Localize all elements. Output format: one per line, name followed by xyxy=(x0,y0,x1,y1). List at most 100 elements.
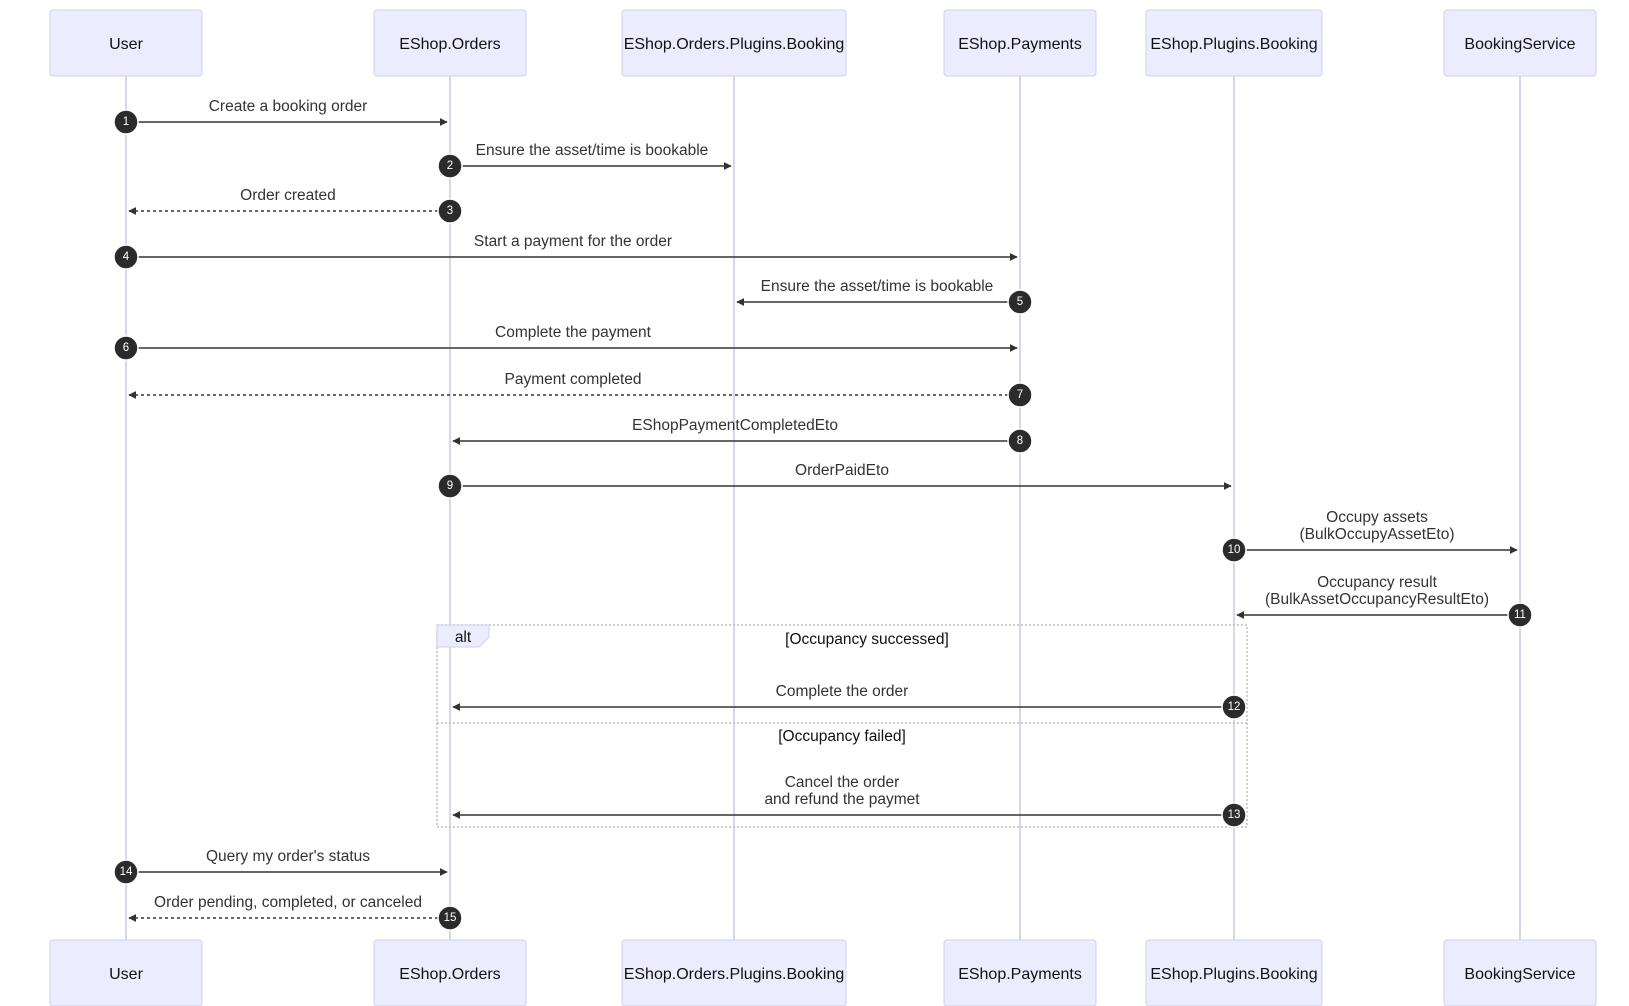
sequence-number-badge: 7 xyxy=(1007,382,1033,408)
alt-frame-tab xyxy=(436,624,490,648)
actor-plugins_booking-top: EShop.Plugins.Booking xyxy=(1145,9,1323,77)
sequence-number: 6 xyxy=(123,342,129,354)
sequence-number-badge: 5 xyxy=(1007,289,1033,315)
sequence-number: 7 xyxy=(1017,389,1023,401)
alt-condition-2: [Occupancy failed] xyxy=(778,728,906,745)
actor-label: EShop.Orders xyxy=(399,966,500,983)
sequence-number-circle xyxy=(1007,289,1033,315)
sequence-number-badge: 14 xyxy=(113,859,139,885)
actor-label: EShop.Payments xyxy=(958,36,1082,53)
actor-user-top: User xyxy=(49,9,203,77)
actor-booking_service-top: BookingService xyxy=(1443,9,1597,77)
message-label: Start a payment for the order xyxy=(474,233,672,250)
message-label: Ensure the asset/time is bookable xyxy=(761,278,994,295)
message-14: Query my order's status 14 xyxy=(113,848,448,885)
sequence-number-badge: 8 xyxy=(1007,428,1033,454)
sequence-number-circle xyxy=(113,109,139,135)
alt-condition-1: [Occupancy successed] xyxy=(785,631,949,648)
actor-orders-top: EShop.Orders xyxy=(373,9,527,77)
actor-payments-bottom: EShop.Payments xyxy=(943,939,1097,1006)
sequence-number: 8 xyxy=(1017,435,1023,447)
message-15: Order pending, completed, or canceled 15 xyxy=(128,894,463,931)
actor-box xyxy=(621,9,847,77)
actor-payments-top: EShop.Payments xyxy=(943,9,1097,77)
sequence-number-circle xyxy=(1007,428,1033,454)
sequence-number-circle xyxy=(1221,537,1247,563)
sequence-number: 3 xyxy=(447,205,453,217)
sequence-number-circle xyxy=(1221,802,1247,828)
alt-frame-label: alt xyxy=(455,629,472,646)
message-10: Occupy assets(BulkOccupyAssetEto)10 xyxy=(1221,509,1518,563)
actor-orders-bottom: EShop.Orders xyxy=(373,939,527,1006)
message-6: Complete the payment 6 xyxy=(113,324,1018,361)
sequence-number-circle xyxy=(113,859,139,885)
sequence-number: 11 xyxy=(1514,609,1526,621)
sequence-number-circle xyxy=(113,244,139,270)
sequence-number: 10 xyxy=(1228,544,1241,556)
alt-fragment: alt [Occupancy successed] [Occupancy faile… xyxy=(436,624,1248,828)
sequence-number-badge: 3 xyxy=(437,198,463,224)
actor-label: User xyxy=(109,966,143,983)
actor-box xyxy=(1443,939,1597,1006)
actor-plugins_booking-bottom: EShop.Plugins.Booking xyxy=(1145,939,1323,1006)
sequence-number-circle xyxy=(437,198,463,224)
message-label: Order pending, completed, or canceled xyxy=(154,894,422,911)
message-label: EShopPaymentCompletedEto xyxy=(632,417,838,434)
message-5: Ensure the asset/time is bookable 5 xyxy=(736,278,1033,315)
sequence-number-badge: 11 xyxy=(1507,602,1533,628)
actor-label: EShop.Payments xyxy=(958,966,1082,983)
sequence-number: 13 xyxy=(1228,809,1241,821)
sequence-number: 14 xyxy=(120,866,133,878)
message-11: Occupancy result(BulkAssetOccupancyResul… xyxy=(1236,574,1533,628)
actor-label: EShop.Plugins.Booking xyxy=(1150,966,1317,983)
actor-label: EShop.Orders xyxy=(399,36,500,53)
message-4: Start a payment for the order 4 xyxy=(113,233,1018,270)
sequence-number-badge: 1 xyxy=(113,109,139,135)
actor-box xyxy=(49,939,203,1006)
actor-label: EShop.Plugins.Booking xyxy=(1150,36,1317,53)
actor-user-bottom: User xyxy=(49,939,203,1006)
message-label: Order created xyxy=(240,187,336,204)
sequence-number: 9 xyxy=(447,480,453,492)
actor-label: EShop.Orders.Plugins.Booking xyxy=(624,36,845,53)
message-label: Complete the order xyxy=(776,683,909,700)
actor-box xyxy=(943,9,1097,77)
actor-box xyxy=(49,9,203,77)
lifelines xyxy=(125,76,1521,940)
actor-box xyxy=(621,939,847,1006)
actor-booking_service-bottom: BookingService xyxy=(1443,939,1597,1006)
sequence-number-badge: 12 xyxy=(1221,694,1247,720)
sequence-number-badge: 9 xyxy=(437,473,463,499)
sequence-number: 1 xyxy=(123,116,129,128)
actor-box xyxy=(1145,939,1323,1006)
actor-box xyxy=(373,939,527,1006)
message-8: EShopPaymentCompletedEto 8 xyxy=(452,417,1033,454)
message-label: and refund the paymet xyxy=(764,791,920,808)
message-label: (BulkAssetOccupancyResultEto) xyxy=(1265,591,1489,608)
actor-label: BookingService xyxy=(1464,966,1575,983)
message-label: Create a booking order xyxy=(209,98,368,115)
sequence-number-badge: 15 xyxy=(437,905,463,931)
sequence-number: 4 xyxy=(123,251,130,263)
message-label: Query my order's status xyxy=(206,848,370,865)
message-label: Cancel the order xyxy=(785,774,900,791)
sequence-number-circle xyxy=(437,153,463,179)
sequence-number-circle xyxy=(1507,602,1533,628)
alt-frame-border xyxy=(436,624,1248,828)
sequence-number-circle xyxy=(1007,382,1033,408)
actor-box xyxy=(373,9,527,77)
actors: UserUserEShop.OrdersEShop.OrdersEShop.Or… xyxy=(49,9,1597,1006)
message-label: Complete the payment xyxy=(495,324,652,341)
actor-box xyxy=(1145,9,1323,77)
sequence-number-badge: 13 xyxy=(1221,802,1247,828)
sequence-number-circle xyxy=(1221,694,1247,720)
message-label: (BulkOccupyAssetEto) xyxy=(1299,526,1454,543)
sequence-number-circle xyxy=(113,335,139,361)
actor-label: BookingService xyxy=(1464,36,1575,53)
message-12: Complete the order 12 xyxy=(452,683,1247,720)
message-1: Create a booking order 1 xyxy=(113,98,448,135)
sequence-number-badge: 10 xyxy=(1221,537,1247,563)
